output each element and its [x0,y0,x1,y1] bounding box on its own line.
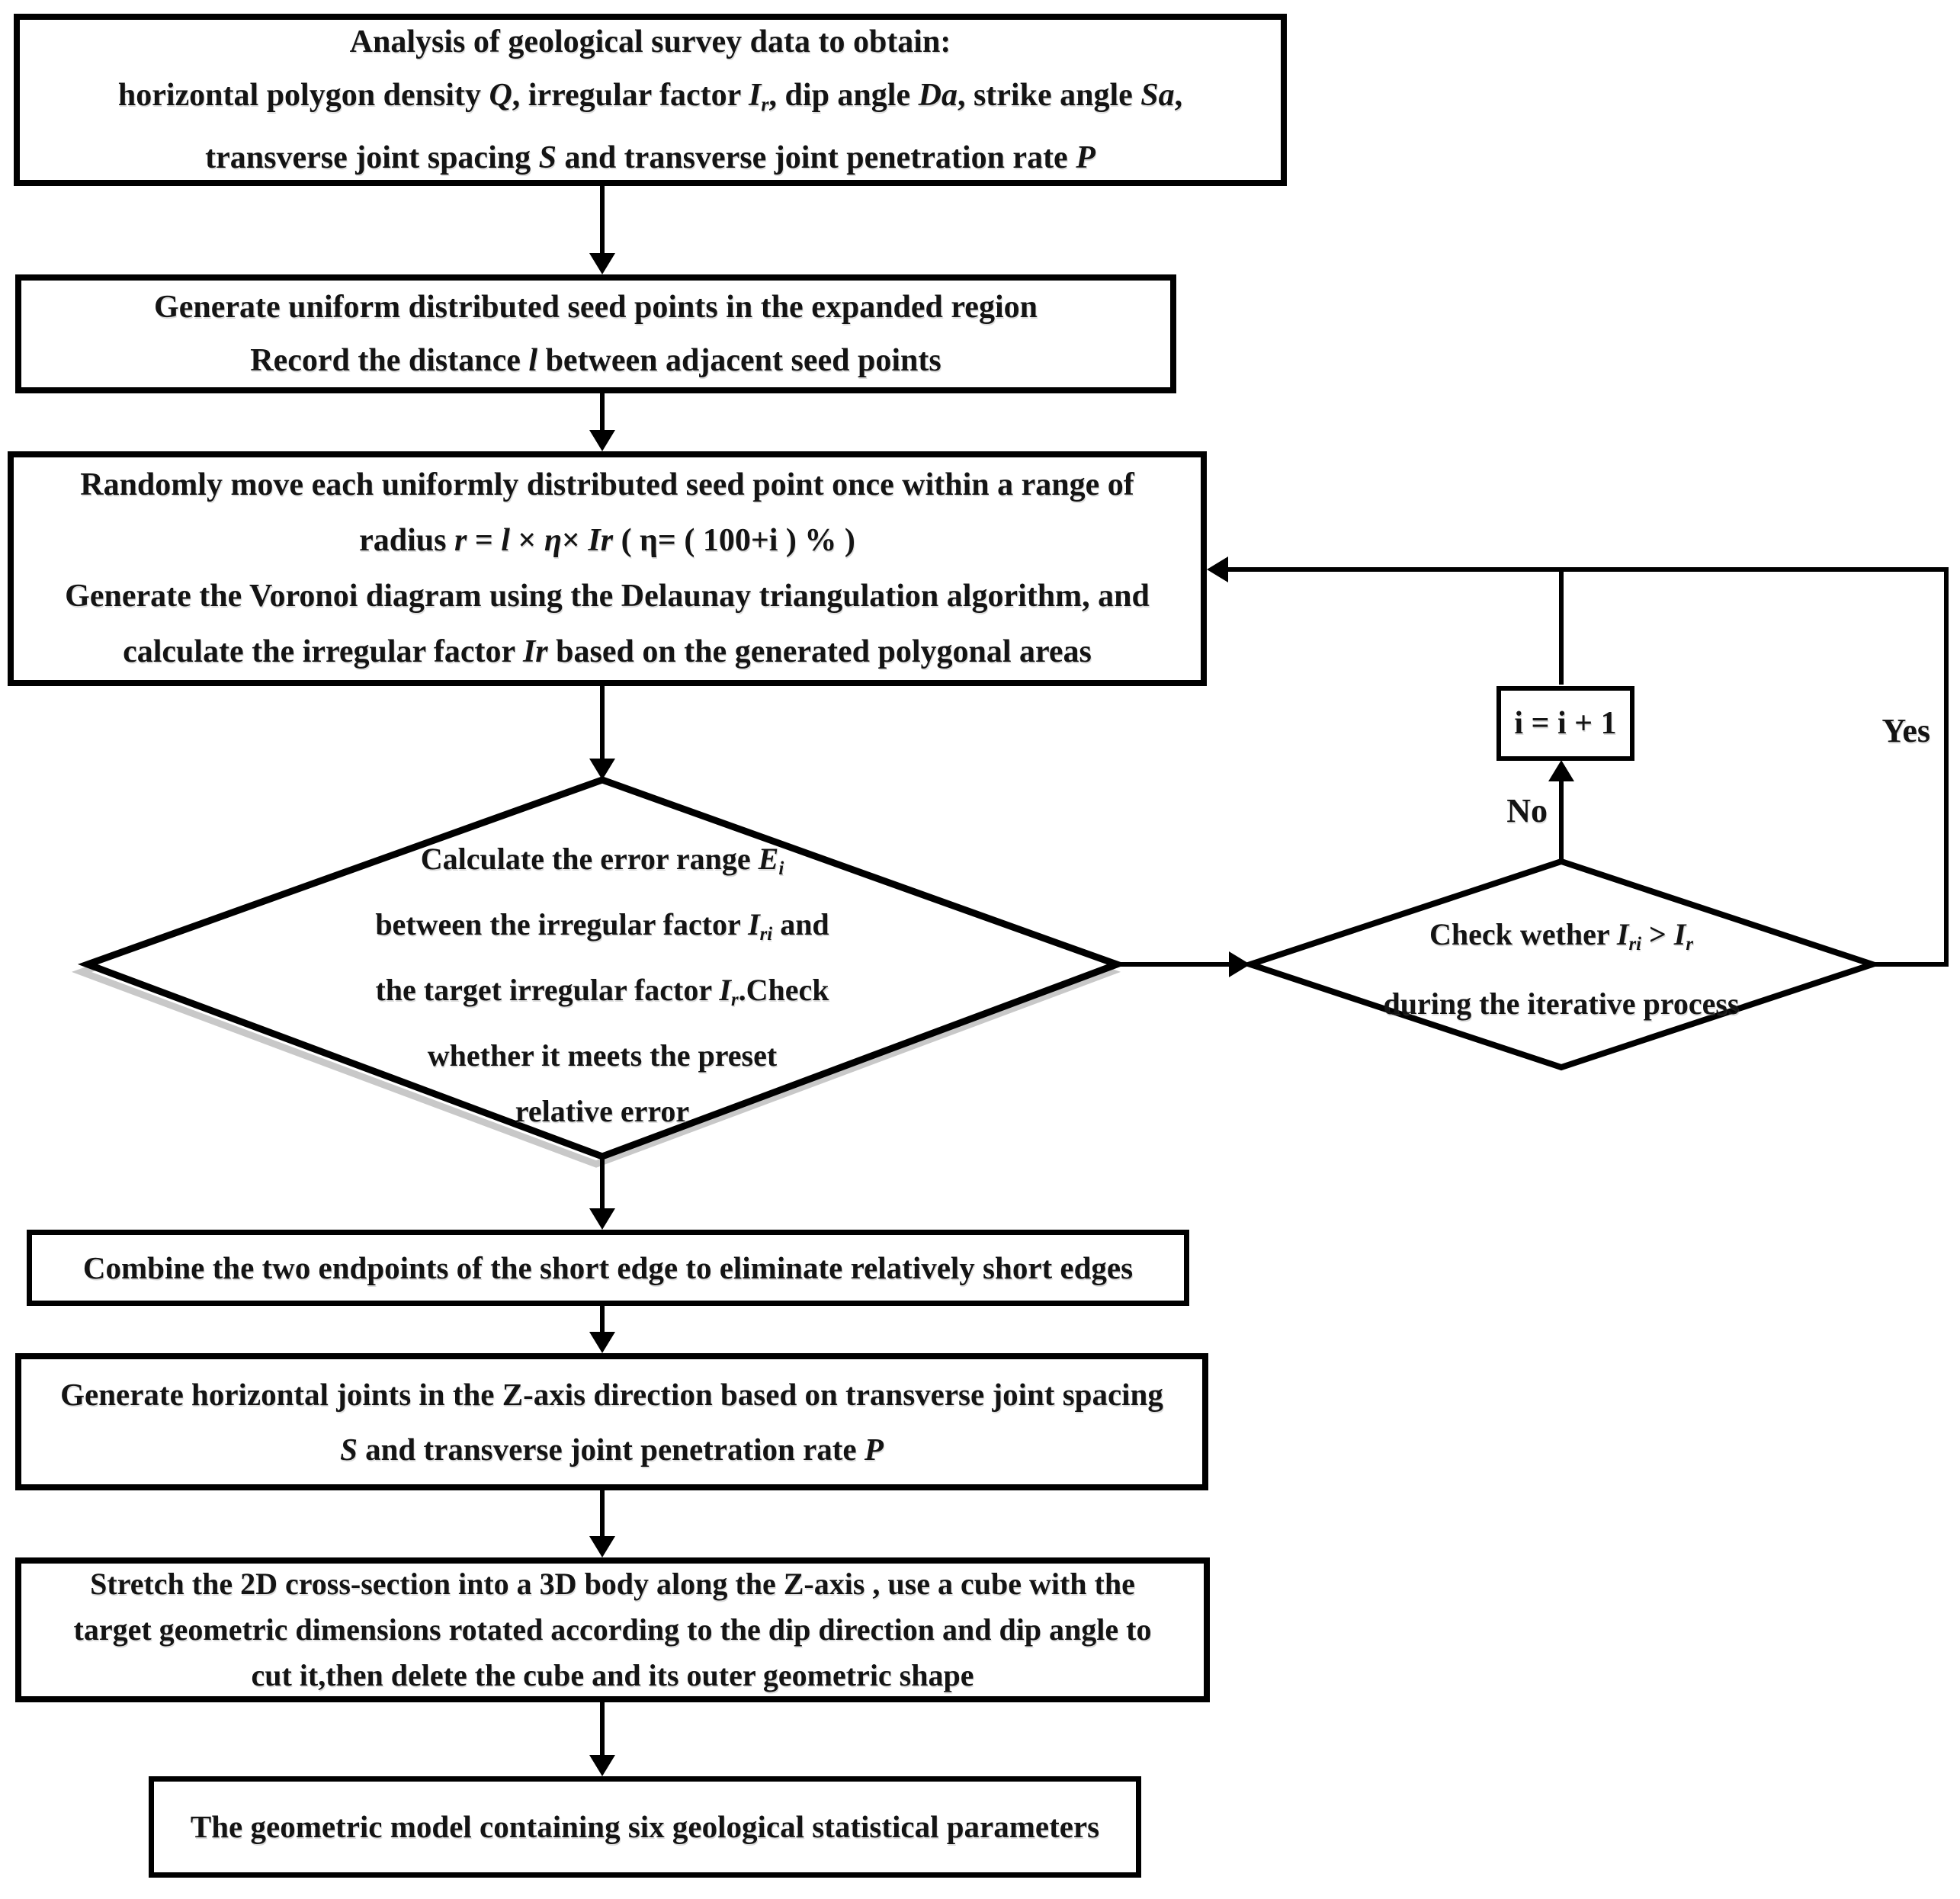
box-horizontal-joints: Generate horizontal joints in the Z-axis… [15,1353,1208,1490]
box-final-model: The geometric model containing six geolo… [149,1776,1141,1878]
arrow-box6-box7 [589,1701,615,1776]
arrow-diamond1-box4 [589,1155,615,1230]
arrow-diamond1-diamond2 [1117,951,1250,977]
arrow-box4-box5 [589,1304,615,1353]
box-seed-points: Generate uniform distributed seed points… [15,274,1176,393]
arrow-box5-box6 [589,1489,615,1557]
box-survey-analysis: Analysis of geological survey data to ob… [14,14,1287,186]
box-increment-i: i = i + 1 [1496,686,1634,761]
arrow-box1-box2 [589,184,615,274]
box-stretch-3d: Stretch the 2D cross-section into a 3D b… [15,1557,1210,1702]
label-yes: Yes [1881,712,1930,749]
arrow-box2-box3 [589,392,615,451]
decision-diamond-iri-check [1240,858,1882,1071]
label-no: No [1506,792,1548,829]
box-random-move-voronoi: Randomly move each uniformly distributed… [8,451,1207,686]
line-yes-path [1872,567,1949,967]
arrow-box3-diamond1 [589,685,615,780]
arrow-no-increment [1548,760,1574,861]
box-combine-endpoints: Combine the two endpoints of the short e… [27,1230,1189,1306]
arrow-return-box3 [1207,557,1946,582]
